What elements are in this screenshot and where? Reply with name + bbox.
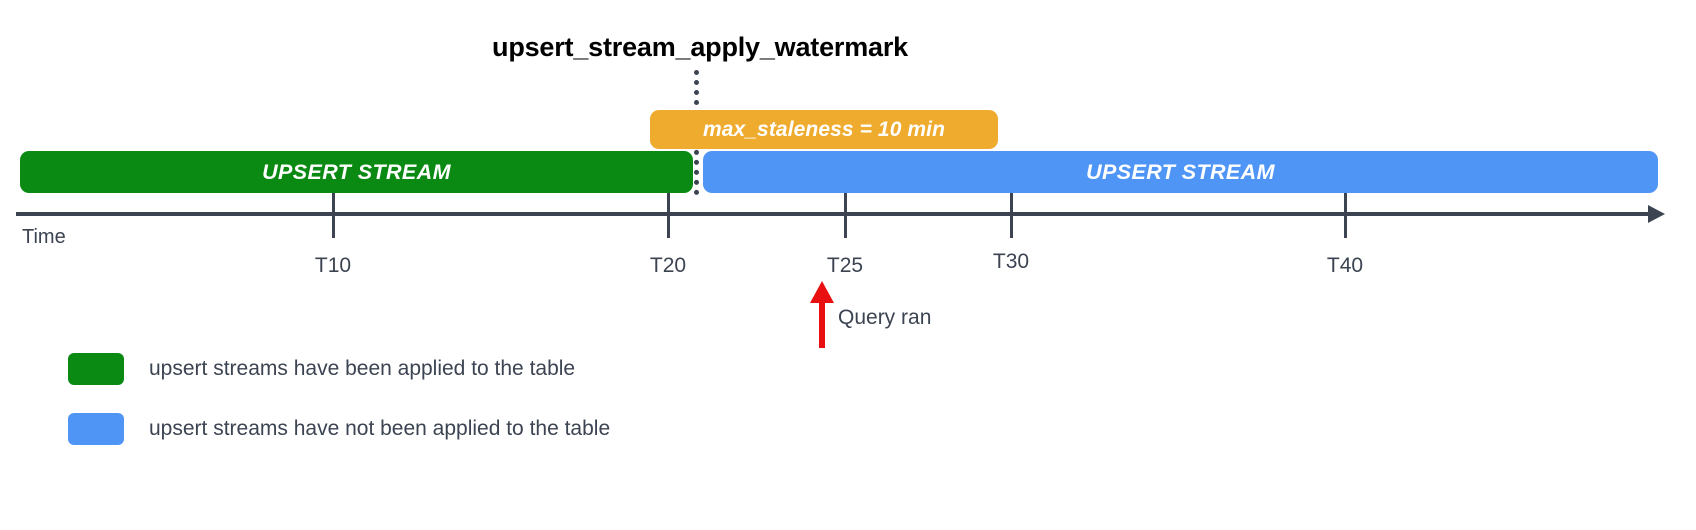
time-axis-arrow-icon <box>1648 205 1665 223</box>
axis-tick-t25 <box>844 193 847 238</box>
page-title: upsert_stream_apply_watermark <box>492 32 908 62</box>
legend-swatch-blue <box>68 413 124 445</box>
legend-label-applied: upsert streams have been applied to the … <box>149 357 576 380</box>
time-axis-caption: Time <box>22 226 66 248</box>
axis-tick-label-t30: T30 <box>992 250 1030 273</box>
query-marker-label: Query ran <box>838 306 932 329</box>
axis-tick-label-t20: T20 <box>649 254 687 277</box>
upsert-stream-not-applied-bar: UPSERT STREAM <box>703 151 1658 193</box>
axis-tick-label-t10: T10 <box>314 254 352 277</box>
legend-item-applied: upsert streams have been applied to the … <box>68 353 575 385</box>
max-staleness-bar: max_staleness = 10 min <box>650 110 998 149</box>
legend-swatch-green <box>68 353 124 385</box>
axis-tick-t40 <box>1344 193 1347 238</box>
axis-tick-t10 <box>332 193 335 238</box>
axis-tick-label-t40: T40 <box>1326 254 1364 277</box>
query-marker-shaft-icon <box>819 300 825 348</box>
axis-tick-t30 <box>1010 193 1013 238</box>
axis-tick-t20 <box>667 193 670 238</box>
axis-tick-label-t25: T25 <box>826 254 864 277</box>
query-marker-arrow-icon <box>810 281 834 303</box>
legend-label-not-applied: upsert streams have not been applied to … <box>149 417 611 440</box>
upsert-stream-applied-bar: UPSERT STREAM <box>20 151 693 193</box>
time-axis-line <box>16 212 1656 216</box>
legend-item-not-applied: upsert streams have not been applied to … <box>68 413 610 445</box>
